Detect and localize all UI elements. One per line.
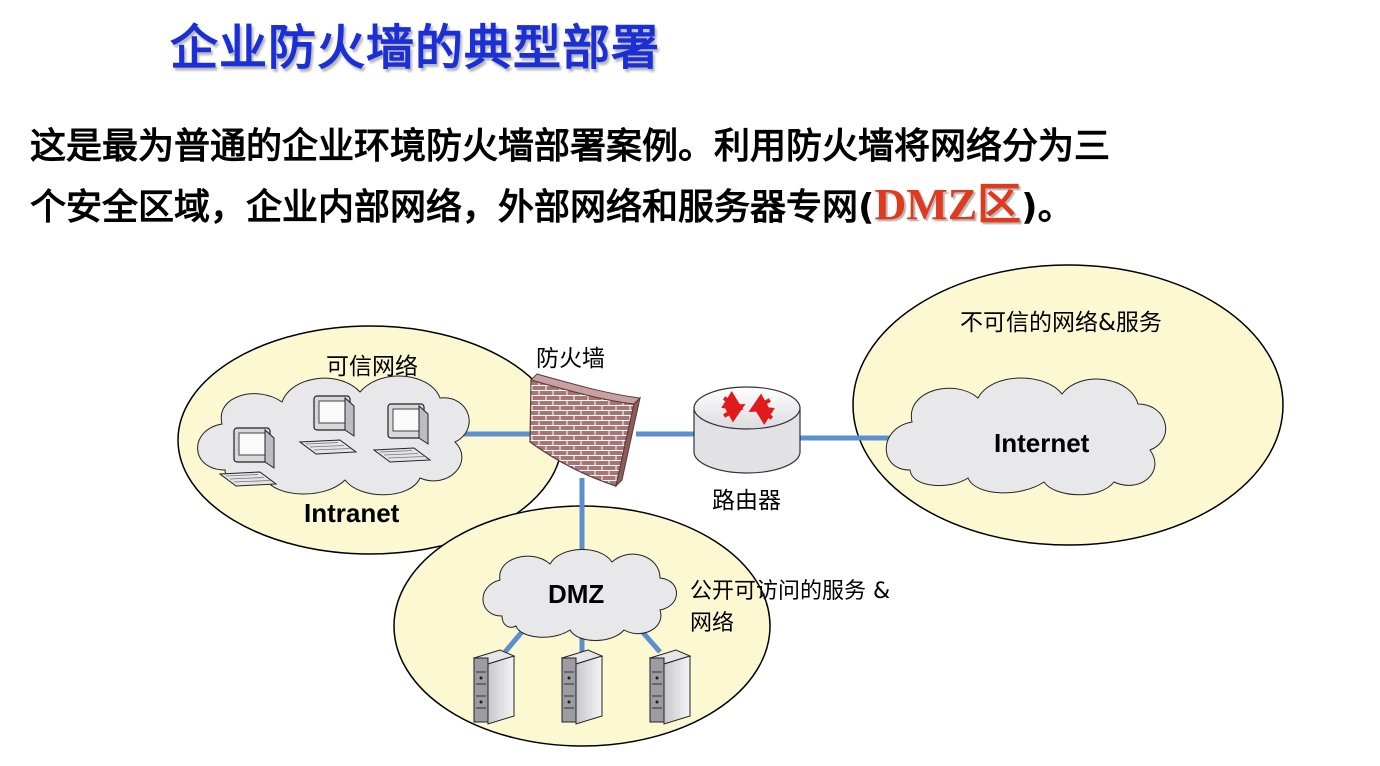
workstation-3-icon — [372, 403, 432, 463]
dmz-desc-line-1: 公开可访问的服务 & — [690, 579, 890, 604]
firewall-label: 防火墙 — [536, 346, 605, 372]
internet-label: Internet — [994, 428, 1090, 458]
internet-cloud — [885, 377, 1167, 496]
intranet-label: Intranet — [304, 498, 400, 528]
intro-line-2-suffix: )。 — [1021, 187, 1074, 228]
router-label: 路由器 — [712, 488, 781, 514]
page-title: 企业防火墙的典型部署 — [170, 20, 661, 76]
dmz-label: DMZ — [548, 579, 604, 609]
intro-line-2-prefix: 个安全区域，企业内部网络，外部网络和服务器专网( — [30, 187, 875, 228]
intro-line-2: 个安全区域，企业内部网络，外部网络和服务器专网(DMZ区)。 — [30, 176, 1360, 237]
dmz-highlight: DMZ区 — [874, 180, 1022, 229]
intro-line-1: 这是最为普通的企业环境防火墙部署案例。利用防火墙将网络分为三 — [30, 126, 1111, 167]
trusted-zone-label: 可信网络 — [326, 354, 418, 380]
server-1-icon — [472, 649, 516, 725]
dmz-desc-line-2: 网络 — [690, 611, 734, 636]
dmz-cloud — [482, 549, 677, 641]
server-3-icon — [648, 649, 692, 725]
server-2-icon — [560, 649, 604, 725]
firewall-icon — [529, 373, 642, 488]
router-icon — [693, 386, 801, 474]
intro-paragraph: 这是最为普通的企业环境防火墙部署案例。利用防火墙将网络分为三 个安全区域，企业内… — [30, 118, 1360, 237]
workstation-1-icon — [218, 427, 278, 487]
untrusted-zone-label: 不可信的网络&服务 — [960, 310, 1162, 336]
workstation-2-icon — [298, 395, 358, 455]
